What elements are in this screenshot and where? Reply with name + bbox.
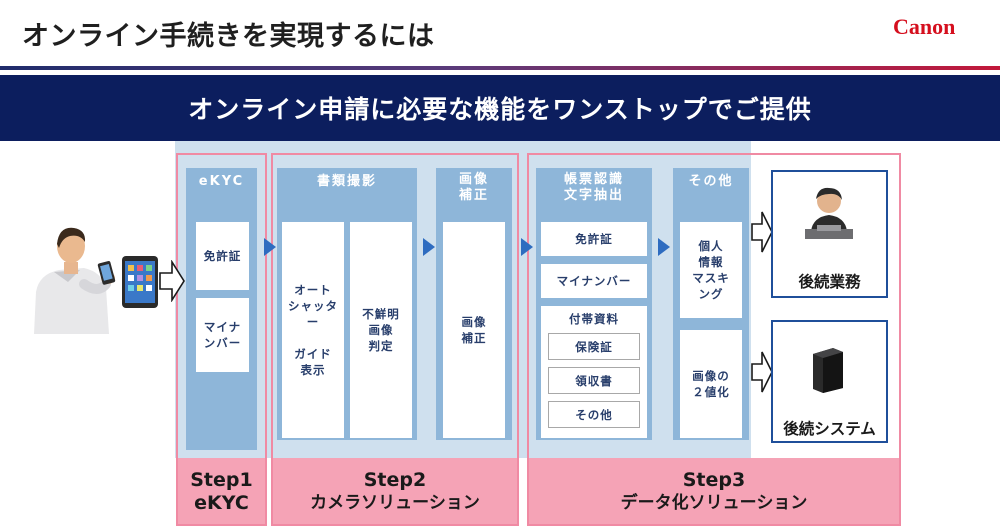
step3-band <box>527 458 901 526</box>
server-icon <box>813 348 843 393</box>
flow-arrow-icon <box>423 238 435 256</box>
step2-number: Step2 <box>363 469 427 491</box>
attached-docs-label: 付帯資料 <box>569 312 619 326</box>
blur-detection-box: 不鮮明 画像 判定 <box>350 222 412 438</box>
step3-number: Step3 <box>682 469 746 491</box>
correction-heading: 画像 補正 <box>458 172 489 203</box>
page-title: オンライン手続きを実現するには <box>22 21 435 52</box>
step2-outline <box>271 153 519 526</box>
step2-label: Step2 カメラソリューション <box>271 469 519 515</box>
step2-band <box>271 458 519 526</box>
flow-arrow-icon <box>658 238 670 256</box>
smartphone-icon <box>122 256 158 308</box>
ocr-mynumber-box: マイナンバー <box>541 264 647 298</box>
receipt-box: 領収書 <box>548 367 640 394</box>
capture-heading: 書類撮影 <box>316 174 377 189</box>
auto-shutter-box: オート シャッター ガイド 表示 <box>282 222 344 438</box>
output-arrow-icon <box>751 211 773 253</box>
insurance-card-box: 保険証 <box>548 333 640 360</box>
step1-label: Step1 eKYC <box>176 469 267 515</box>
step1-name: eKYC <box>194 492 249 514</box>
correction-box: 画像 補正 <box>443 222 505 438</box>
other-docs-box: その他 <box>548 401 640 428</box>
step2-name: カメラソリューション <box>310 493 480 513</box>
step3-name: データ化ソリューション <box>620 493 808 513</box>
banner <box>0 75 1000 141</box>
flow-arrow-icon <box>264 238 276 256</box>
ekyc-license-box: 免許証 <box>196 222 249 290</box>
binarization-box: 画像の ２値化 <box>680 330 742 438</box>
flow-arrow-icon <box>521 238 533 256</box>
step3-outline <box>527 153 901 526</box>
canon-logo: Canon <box>893 14 956 39</box>
ocr-heading: 帳票認識 文字抽出 <box>563 172 624 203</box>
ekyc-heading: eKYC <box>198 174 245 189</box>
other-heading: その他 <box>688 174 734 189</box>
ekyc-mynumber-box: マイナ ンバー <box>196 298 249 372</box>
banner-text: オンライン申請に必要な機能をワンストップでご提供 <box>188 95 812 124</box>
follow-up-system-label: 後続システム <box>783 420 876 438</box>
step3-label: Step3 データ化ソリューション <box>527 469 901 515</box>
operator-icon <box>805 187 853 239</box>
person-with-phone-illustration <box>34 227 116 334</box>
header-rule <box>0 66 1000 70</box>
step1-outline <box>176 153 267 526</box>
output-arrow-icon <box>751 351 773 393</box>
masking-box: 個人 情報 マスキ ング <box>680 222 742 318</box>
ocr-license-box: 免許証 <box>541 222 647 256</box>
follow-up-business-label: 後続業務 <box>798 273 861 291</box>
step1-number: Step1 <box>190 469 253 491</box>
step1-band <box>176 458 267 526</box>
outline-arrow-icon <box>159 260 185 302</box>
